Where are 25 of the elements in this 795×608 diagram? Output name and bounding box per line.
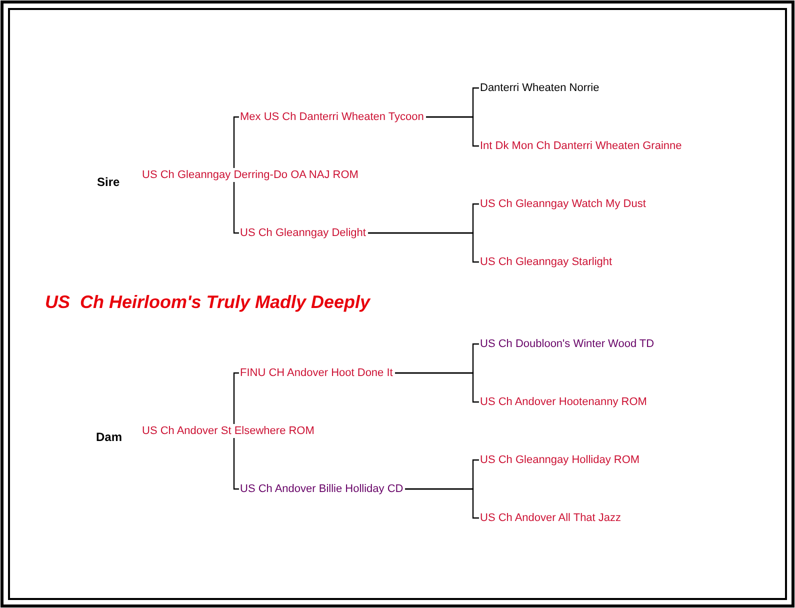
dog-name: US Ch Gleanngay Derring-Do OA NAJ ROM <box>142 168 358 182</box>
pedigree-connector <box>233 116 239 168</box>
pedigree-connector <box>233 182 239 234</box>
pedigree-connector <box>405 488 479 519</box>
dog-name: FINU CH Andover Hoot Done It <box>240 366 393 380</box>
pedigree-connector <box>395 372 479 403</box>
dog-name: Danterri Wheaten Norrie <box>480 81 600 95</box>
pedigree-connector <box>368 232 479 263</box>
dog-name: US Ch Andover Billie Holliday CD <box>240 482 404 496</box>
pedigree-connector <box>233 372 239 424</box>
parent-role-label: Dam <box>96 430 122 444</box>
dog-name: Int Dk Mon Ch Danterri Wheaten Grainne <box>480 139 682 153</box>
pedigree-connector <box>233 438 239 490</box>
dog-name: US Ch Doubloon's Winter Wood TD <box>480 337 654 351</box>
pedigree-connector <box>426 116 479 147</box>
dog-name: US Ch Andover Hootenanny ROM <box>480 395 647 409</box>
pedigree-title: US Ch Heirloom's Truly Madly Deeply <box>45 291 370 313</box>
parent-role-label: Sire <box>97 175 120 189</box>
dog-name: US Ch Gleanngay Watch My Dust <box>480 197 646 211</box>
dog-name: US Ch Andover St Elsewhere ROM <box>142 424 314 438</box>
dog-name: Mex US Ch Danterri Wheaten Tycoon <box>240 110 424 124</box>
dog-name: US Ch Andover All That Jazz <box>480 511 622 525</box>
dog-name: US Ch Gleanngay Starlight <box>480 255 612 269</box>
dog-name: US Ch Gleanngay Delight <box>240 226 366 240</box>
dog-name: US Ch Gleanngay Holliday ROM <box>480 453 640 467</box>
